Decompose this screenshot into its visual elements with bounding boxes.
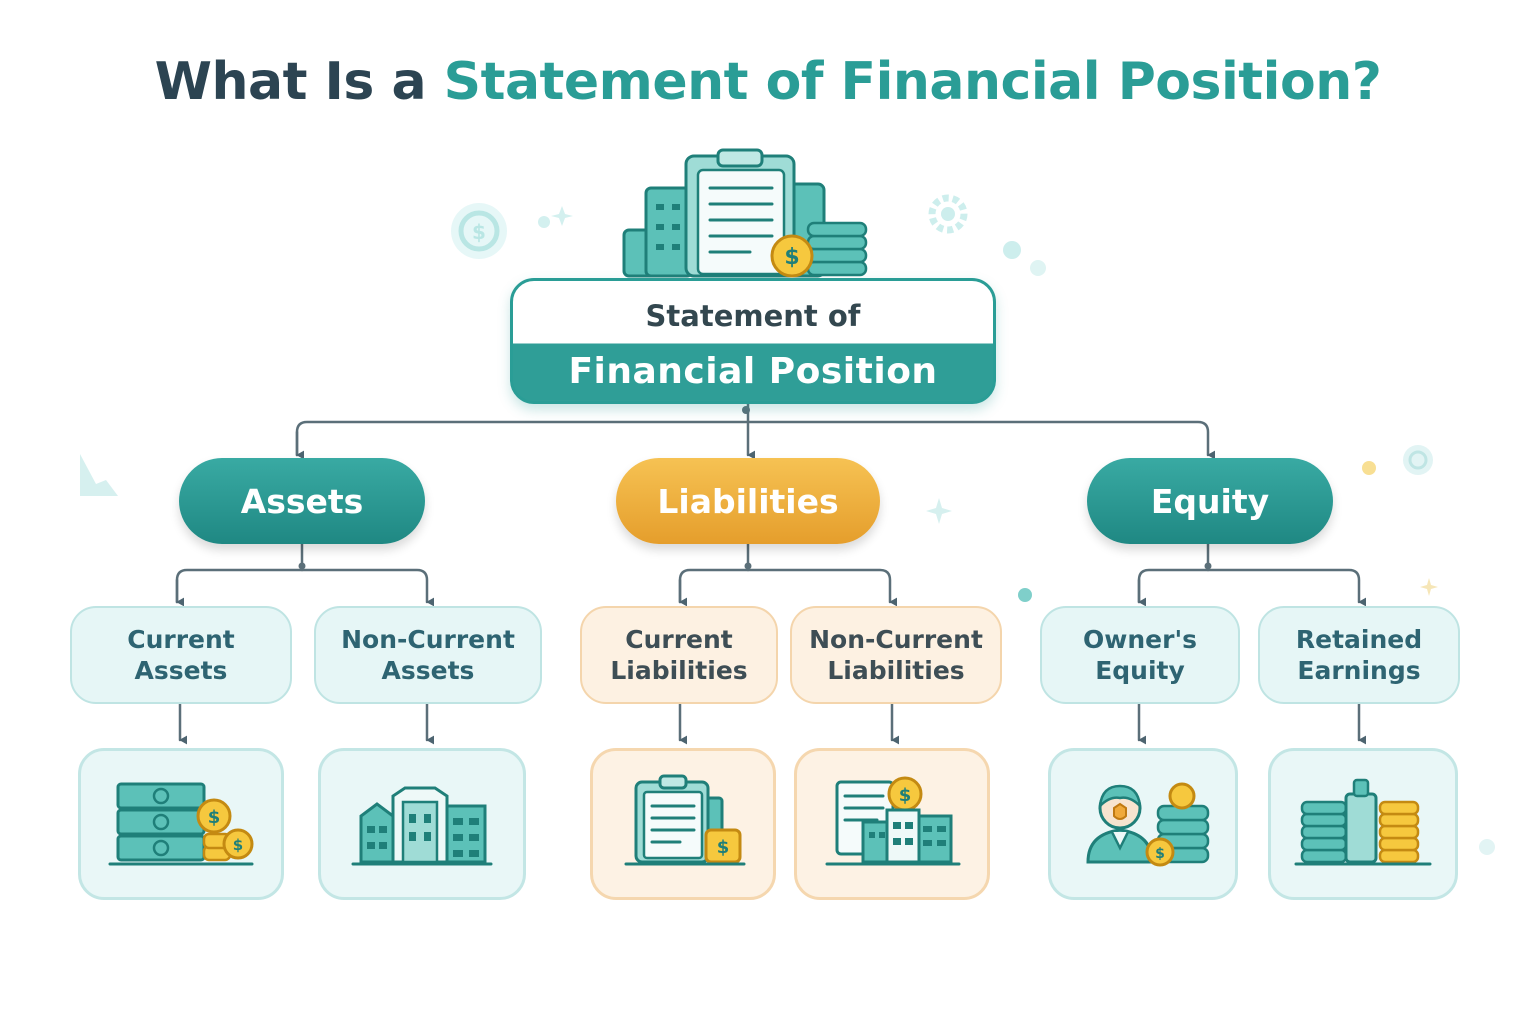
category-equity: Equity [1087,458,1333,544]
coin-stacks-icon [1294,778,1432,866]
icon-card-non-current-liabilities: $ [794,748,990,900]
svg-text:$: $ [208,807,221,828]
svg-text:$: $ [899,785,912,806]
sparkle-icon [538,206,573,228]
svg-text:$: $ [1155,846,1165,862]
node-label-line1: Non-Current [809,625,983,654]
node-label-line1: Owner's [1083,625,1197,654]
svg-text:$: $ [472,220,486,244]
category-liabilities: Liabilities [616,458,880,544]
chart-decoration-icon [80,454,118,496]
dot-decoration-icon [1479,839,1495,855]
svg-text:$: $ [717,837,730,858]
financial-statement-icon: $ [622,148,868,278]
node-label-line2: Equity [1095,656,1185,685]
gear-decoration-icon [928,194,968,234]
dots-decoration-icon [1362,445,1433,475]
node-label-line2: Earnings [1297,656,1421,685]
icon-card-owners-equity: $ [1048,748,1238,900]
node-label-line1: Retained [1295,625,1423,654]
clipboard-bill-icon: $ [624,774,746,866]
category-assets: Assets [179,458,425,544]
owner-coins-icon: $ [1086,782,1210,867]
star-decoration-icon [1420,578,1438,596]
title-prefix: What Is a [154,52,444,112]
root-title-line1: Statement of [645,299,861,333]
title-highlight: Statement of Financial Position? [443,52,1382,112]
dot-decoration-icon [1018,588,1032,602]
node-label-line1: Non-Current [341,625,515,654]
dollar-gear-decoration-icon: $ [451,203,507,259]
node-label-line2: Assets [134,656,228,685]
icon-card-retained-earnings [1268,748,1458,900]
node-label-line1: Current [625,625,733,654]
root-node: Statement of Financial Position [510,278,996,404]
node-label-line2: Liabilities [827,656,965,685]
cash-stack-coins-icon: $ $ [108,782,254,866]
page-title: What Is a Statement of Financial Positio… [0,52,1536,112]
icon-card-current-liabilities: $ [590,748,776,900]
root-title-line2: Financial Position [568,351,938,392]
svg-text:$: $ [784,245,799,270]
buildings-icon [351,786,493,866]
icon-card-non-current-assets [318,748,526,900]
node-label-line2: Assets [381,656,475,685]
documents-buildings-icon: $ [825,776,961,866]
node-label-line1: Current [127,625,235,654]
icon-card-current-assets: $ $ [78,748,284,900]
svg-text:$: $ [233,836,243,854]
sparkle-icon [926,498,952,524]
dots-decoration-icon [1003,241,1046,276]
node-label-line2: Liabilities [610,656,748,685]
